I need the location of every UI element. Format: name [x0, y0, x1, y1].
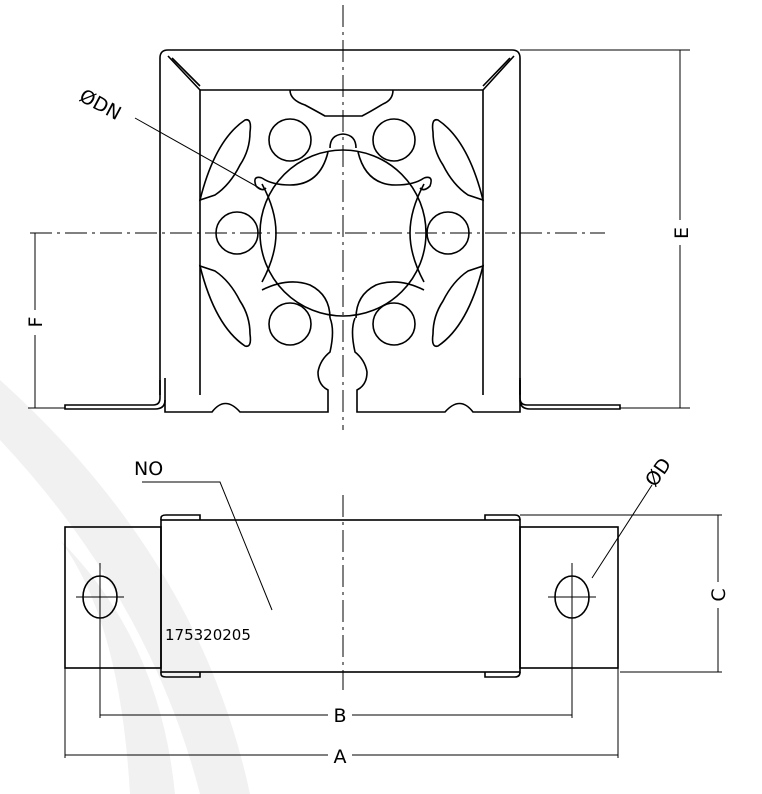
- label-c: C: [708, 588, 730, 601]
- dimension-c: C: [520, 514, 730, 673]
- watermark: [0, 380, 250, 794]
- front-view: [64, 495, 619, 690]
- label-f: F: [25, 317, 47, 328]
- label-no: NO: [134, 458, 163, 480]
- dimension-b: B: [99, 625, 573, 727]
- watermark: [60, 540, 175, 794]
- leader-no: NO 175320205: [134, 458, 273, 644]
- leader-dn: ØDN: [76, 85, 264, 191]
- label-b: B: [333, 705, 346, 727]
- leader-d: ØD: [591, 454, 676, 579]
- part-number: 175320205: [165, 626, 251, 644]
- top-view: [30, 5, 621, 430]
- dimension-e: E: [520, 49, 693, 409]
- label-e: E: [671, 227, 693, 239]
- dimension-a: A: [64, 668, 619, 768]
- label-d: ØD: [641, 454, 676, 491]
- dimension-f: F: [25, 233, 65, 409]
- label-a: A: [334, 746, 347, 768]
- label-dn: ØDN: [76, 85, 125, 125]
